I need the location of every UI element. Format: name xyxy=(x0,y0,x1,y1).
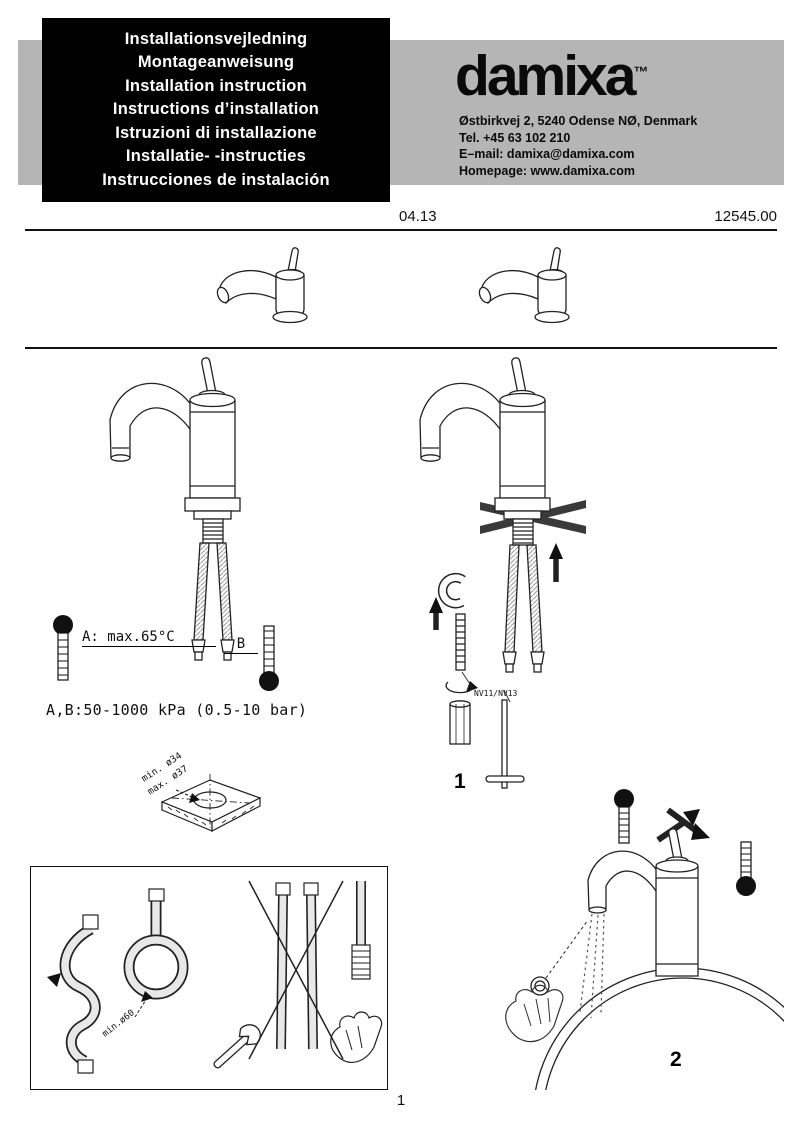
damixa-logo: damixa xyxy=(455,44,636,108)
language-title: Montageanweisung xyxy=(137,53,295,72)
divider-line xyxy=(25,347,777,349)
language-title: Instructions d’installation xyxy=(112,100,320,119)
page-number: 1 xyxy=(396,1092,406,1109)
hose-handling-drawing: min.ø60 xyxy=(47,880,383,1074)
language-title: Installation instruction xyxy=(125,76,307,95)
max-temperature-label: A: max.65°C xyxy=(82,629,216,647)
installation-step1-diagram: NV11/NV13 xyxy=(419,357,586,789)
phone-line: Tel. +45 63 102 210 xyxy=(459,130,571,145)
hose-handling-figure-box: min.ø60 xyxy=(30,866,388,1090)
email-line: E–mail: damixa@damixa.com xyxy=(459,147,635,161)
thermometer-cold-icon xyxy=(259,625,279,691)
contact-block: Østbirkvej 2, 5240 Odense NØ, Denmark Te… xyxy=(459,113,697,179)
address-line: Østbirkvej 2, 5240 Odense NØ, Denmark xyxy=(459,114,698,128)
faucet-overview-drawing xyxy=(216,247,308,324)
flush-step2-diagram xyxy=(505,789,784,1090)
homepage-line: Homepage: www.damixa.com xyxy=(459,163,635,178)
date-code: 04.13 xyxy=(399,208,437,225)
faucet-overview-drawing xyxy=(478,247,570,324)
faucet-hose-diagram xyxy=(109,357,241,661)
bend-radius-label: min.ø60 xyxy=(101,1008,137,1039)
document-number: 12545.00 xyxy=(714,208,777,225)
language-title-box: Installationsvejledning Montageanweisung… xyxy=(42,18,390,202)
step-1-number: 1 xyxy=(454,770,466,793)
divider-line xyxy=(25,229,777,231)
mounting-hole-diagram: min. ø34 max. ø37 xyxy=(140,750,262,832)
language-title: Instrucciones de instalación xyxy=(102,170,330,189)
language-title: Istruzioni di installazione xyxy=(115,123,317,142)
pressure-spec-label: A,B:50-1000 kPa (0.5-10 bar) xyxy=(46,701,308,719)
step-2-number: 2 xyxy=(670,1048,682,1071)
language-title: Installatie- -instructies xyxy=(125,147,307,166)
language-title: Installationsvejledning xyxy=(124,29,308,48)
trademark-symbol: ™ xyxy=(633,64,649,81)
tool-size-label: NV11/NV13 xyxy=(474,689,518,698)
brand-block: damixa™ xyxy=(455,48,648,105)
cold-supply-label: B xyxy=(224,636,258,654)
thermometer-hot-icon xyxy=(53,615,73,681)
